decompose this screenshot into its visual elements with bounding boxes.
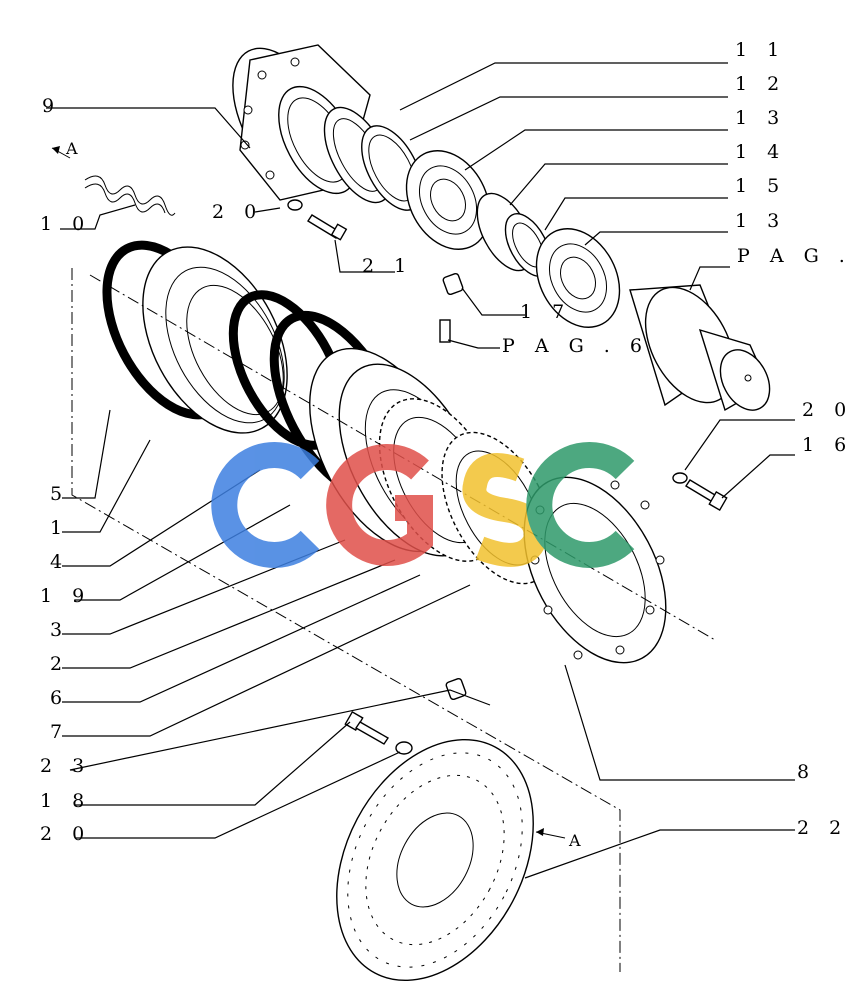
callout-2: 2 [50,653,69,675]
callout-4: 4 [50,551,69,573]
arrow-a-top-head [52,146,60,154]
callout-a-top: A [65,139,85,158]
spring-10 [84,175,176,216]
washer-20-lower [395,741,413,755]
bearing-13-upper [405,150,491,250]
callout-9: 9 [42,95,61,117]
fitting-pag6 [439,319,451,343]
watermark-letter-c1 [211,442,320,568]
bolt-21 [307,214,348,241]
mounting-disc-22 [336,738,534,982]
washer-20-right [672,472,688,484]
callout-11: 1 1 [735,39,786,61]
callout-pag6: P A G . 6 [502,335,649,357]
callout-14: 1 4 [735,141,786,163]
bearing-13-lower [535,228,621,328]
axis-line [71,268,621,972]
watermark-letter-s [462,453,548,567]
callout-15: 1 5 [735,175,786,197]
callout-20-right: 2 0 [802,399,853,421]
plug-23 [445,677,467,701]
callout-19: 1 9 [40,585,91,607]
callout-17: 1 7 [520,301,571,323]
callout-7: 7 [50,721,69,743]
callout-6: 6 [50,687,69,709]
callout-10: 1 0 [40,213,91,235]
callout-1: 1 [50,517,69,539]
callout-3: 3 [50,619,69,641]
callout-pag4: P A G . 4 [737,245,856,267]
callout-a-bottom: A [568,831,588,850]
callout-8: 8 [797,761,816,783]
bolt-18 [344,710,389,745]
output-shaft [629,284,771,412]
callout-13-upper: 1 3 [735,107,786,129]
callout-13-lower: 1 3 [735,210,786,232]
arrow-a-bottom-head [536,828,544,836]
callout-21: 2 1 [362,255,413,277]
callout-5: 5 [50,483,69,505]
callout-20-upper: 2 0 [212,201,263,223]
callout-labels: 1 1 1 2 1 3 1 4 1 5 1 3 P A G . 4 9 A 1 … [40,39,856,850]
plug-17 [442,272,464,296]
callout-23: 2 3 [40,755,91,777]
callout-18: 1 8 [40,790,91,812]
watermark-letter-c2 [526,442,635,568]
washer-20-upper [287,199,303,211]
callout-12: 1 2 [735,73,786,95]
watermark-letter-g [326,444,433,566]
callout-16: 1 6 [802,434,853,456]
callout-20-lower: 2 0 [40,823,91,845]
callout-22: 2 2 [797,817,848,839]
bolt-16 [685,479,728,512]
watermark-logo [211,442,635,568]
